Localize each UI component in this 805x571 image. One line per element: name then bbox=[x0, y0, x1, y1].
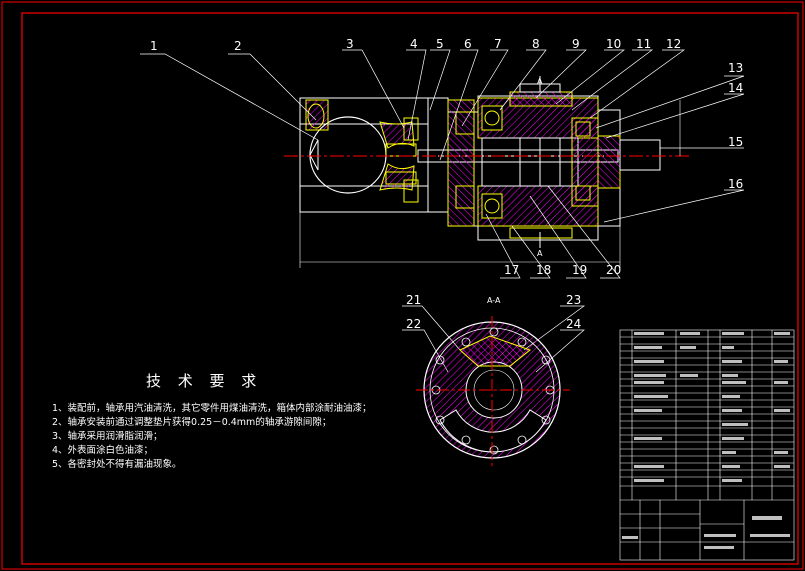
callout-5: 5 bbox=[436, 37, 444, 51]
requirement-item: 3、轴承采用润滑脂润滑； bbox=[52, 431, 163, 442]
callout-2: 2 bbox=[234, 39, 242, 53]
callout-10: 10 bbox=[606, 37, 621, 51]
requirements-list: 1、装配前，轴承用汽油清洗，其它零件用煤油清洗，箱体内部涂耐油油漆； 2、轴承安… bbox=[52, 402, 372, 472]
callout-8: 8 bbox=[532, 37, 540, 51]
requirement-item: 1、装配前，轴承用汽油清洗，其它零件用煤油清洗，箱体内部涂耐油油漆； bbox=[52, 403, 372, 414]
callout-7: 7 bbox=[494, 37, 502, 51]
main-view: A A bbox=[284, 76, 690, 268]
callout-1: 1 bbox=[150, 39, 158, 53]
requirement-item: 2、轴承安装前通过调整垫片获得0.25－0.4mm的轴承游隙间隙； bbox=[52, 417, 332, 428]
requirement-item: 4、外表面涂白色油漆； bbox=[52, 445, 154, 456]
callout-12: 12 bbox=[666, 37, 681, 51]
parts-list-entries bbox=[622, 332, 790, 549]
callout-3: 3 bbox=[346, 37, 354, 51]
inner-border bbox=[21, 12, 799, 565]
callout-22: 22 bbox=[406, 317, 421, 331]
callout-20: 20 bbox=[606, 263, 621, 277]
callout-6: 6 bbox=[464, 37, 472, 51]
callout-18: 18 bbox=[536, 263, 551, 277]
callout-15: 15 bbox=[728, 135, 743, 149]
callout-9: 9 bbox=[572, 37, 580, 51]
callout-24: 24 bbox=[566, 317, 581, 331]
section-label: A-A bbox=[487, 296, 501, 305]
section-view bbox=[416, 316, 570, 466]
callout-17: 17 bbox=[504, 263, 519, 277]
parts-list-table bbox=[619, 329, 795, 561]
requirements-title: 技 术 要 求 bbox=[146, 372, 263, 390]
callout-14: 14 bbox=[728, 81, 743, 95]
callout-13: 13 bbox=[728, 61, 743, 75]
requirement-item: 5、各密封处不得有漏油现象。 bbox=[52, 459, 182, 470]
cut-label-bottom: A bbox=[537, 249, 543, 258]
callout-11: 11 bbox=[636, 37, 651, 51]
callout-23: 23 bbox=[566, 293, 581, 307]
callout-numbers: 1 2 3 4 5 6 7 8 9 10 11 12 13 14 15 16 1… bbox=[150, 37, 743, 331]
callout-4: 4 bbox=[410, 37, 418, 51]
cut-label-top: A bbox=[537, 77, 543, 86]
callout-21: 21 bbox=[406, 293, 421, 307]
callout-19: 19 bbox=[572, 263, 587, 277]
callout-16: 16 bbox=[728, 177, 743, 191]
